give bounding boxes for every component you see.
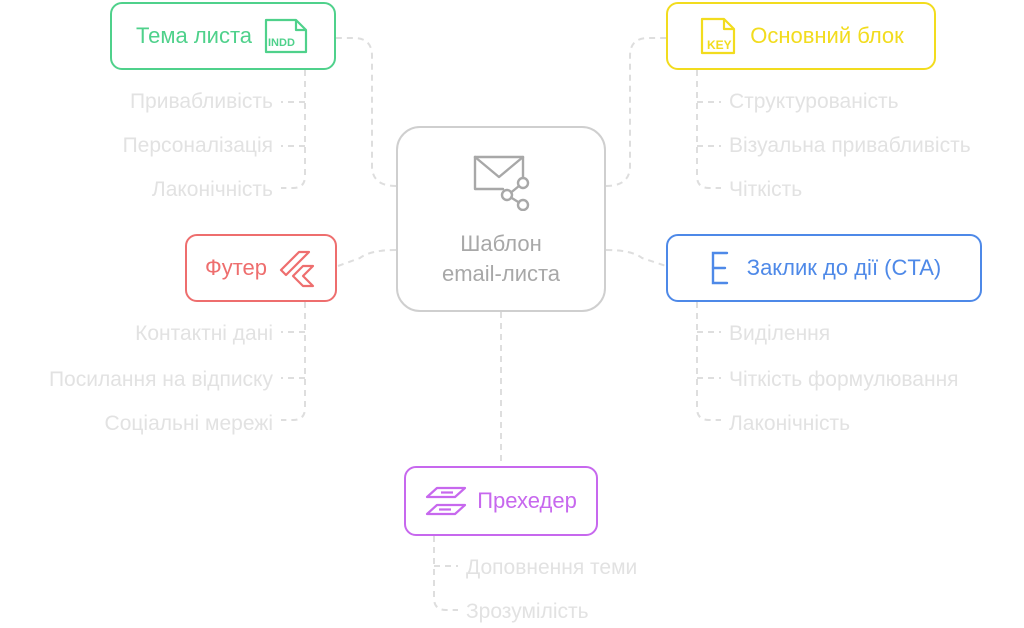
indd-file-icon: INDD: [262, 16, 310, 56]
leaf-main-2: Візуальна привабливість: [729, 134, 971, 157]
indd-file-icon-text: INDD: [268, 37, 295, 49]
node-cta-label: Заклик до дії (CTA): [746, 255, 942, 280]
node-preheader[interactable]: Прехедер: [404, 466, 598, 536]
leaf-main-1: Структурованість: [729, 90, 899, 113]
leaf-preheader-1: Доповнення теми: [466, 556, 638, 579]
key-file-icon-text: KEY: [707, 38, 732, 52]
node-preheader-label: Прехедер: [477, 488, 577, 513]
leaf-subject-1: Привабливість: [129, 90, 273, 113]
leaf-subject-2: Персоналізація: [122, 134, 273, 157]
letter-e-icon: [707, 249, 737, 287]
node-main-block[interactable]: KEY Основний блок: [666, 2, 936, 70]
node-footer[interactable]: Футер: [185, 234, 337, 302]
leaf-subject-3: Лаконічність: [151, 178, 273, 201]
leaf-cta-3: Лаконічність: [729, 412, 851, 435]
center-node[interactable]: Шаблон email-листа: [396, 126, 606, 312]
leaf-footer-1: Контактні дані: [135, 322, 273, 345]
key-file-icon: KEY: [698, 15, 740, 57]
connector-center-footer: [337, 249, 397, 267]
connector-center-subject: [336, 37, 397, 187]
leaf-footer-2: Посилання на відписку: [48, 368, 273, 391]
connector-subject-leaves: [281, 70, 306, 189]
connector-main-leaves: [696, 70, 721, 189]
connector-cta-leaves: [696, 302, 721, 421]
node-footer-label: Футер: [204, 255, 268, 280]
flutter-icon: [277, 248, 317, 288]
node-subject[interactable]: Тема листа INDD: [110, 2, 336, 70]
connector-footer-leaves: [281, 302, 306, 421]
leaf-footer-3: Соціальні мережі: [104, 412, 273, 435]
connector-preheader-leaves: [433, 536, 458, 611]
center-title-line2: email-листа: [441, 261, 561, 286]
double-arrow-icon: [425, 484, 467, 518]
center-title-line1: Шаблон: [460, 231, 542, 256]
node-cta[interactable]: Заклик до дії (CTA): [666, 234, 982, 302]
connector-center-main: [605, 37, 666, 187]
node-subject-label: Тема листа: [135, 23, 253, 48]
email-share-icon: [469, 149, 533, 219]
leaf-cta-1: Виділення: [729, 322, 831, 345]
leaf-main-3: Чіткість: [729, 178, 803, 201]
connector-center-cta: [605, 249, 667, 267]
leaf-preheader-2: Зрозумілість: [466, 600, 589, 623]
node-main-block-label: Основний блок: [750, 23, 904, 48]
leaf-cta-2: Чіткість формулювання: [729, 368, 959, 391]
